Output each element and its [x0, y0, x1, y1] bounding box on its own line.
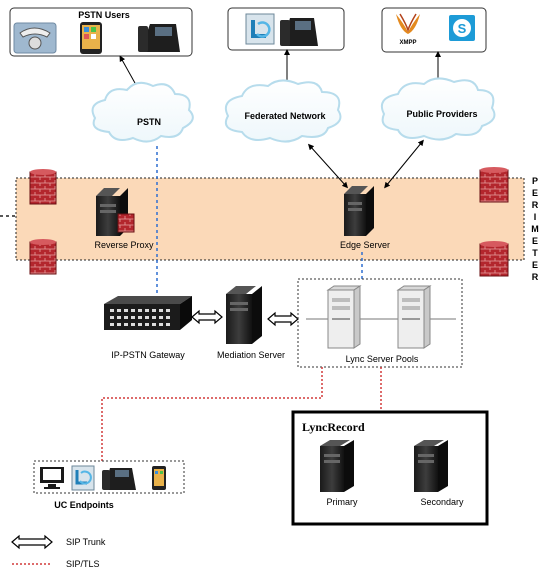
pstn-cloud: PSTN	[91, 81, 194, 143]
gateway-device-icon	[104, 296, 192, 330]
firewall-icon	[29, 239, 57, 275]
firewall-icon	[29, 169, 57, 205]
smartphone-icon	[152, 466, 166, 490]
sip-trunk-legend-label: SIP Trunk	[66, 537, 106, 547]
lync-server-pools-box	[297, 278, 463, 368]
lyncrecord-title: LyncRecord	[302, 420, 365, 434]
perimeter-zone	[15, 177, 525, 261]
firewall-icon	[479, 241, 509, 277]
edge-server-icon	[344, 186, 374, 236]
svg-text:T: T	[532, 248, 538, 258]
svg-text:R: R	[532, 200, 539, 210]
pstn-users-title: PSTN Users	[78, 10, 130, 20]
ip-phone-icon	[280, 18, 318, 46]
federated-cloud: Federated Network	[224, 79, 342, 143]
desk-phone-icon	[13, 22, 57, 54]
svg-text:I: I	[534, 212, 537, 222]
lync-client-icon	[71, 465, 95, 491]
sip-trunk-gateway-mediation	[191, 309, 223, 325]
svg-text:Federated Network: Federated Network	[244, 111, 326, 121]
ip-phone-icon	[138, 24, 180, 52]
sip-trunk-mediation-pools	[267, 311, 299, 327]
smartphone-icon	[80, 22, 102, 54]
primary-label: Primary	[327, 497, 358, 507]
edge-server-label: Edge Server	[340, 240, 390, 250]
svg-text:Public Providers: Public Providers	[406, 109, 477, 119]
svg-text:XMPP: XMPP	[399, 40, 416, 46]
pools-to-endpoints-line	[101, 367, 323, 462]
uc-endpoints-title: UC Endpoints	[54, 500, 114, 510]
legend: SIP Trunk SIP/TLS	[11, 534, 106, 569]
mediation-server-icon	[226, 286, 262, 344]
primary-server-icon	[320, 440, 354, 492]
svg-text:S: S	[458, 21, 467, 36]
public-providers-cloud: Public Providers	[380, 77, 496, 141]
gateway-label: IP-PSTN Gateway	[111, 350, 185, 360]
lync-server-pools-label: Lync Server Pools	[346, 354, 419, 364]
xmpp-icon: XMPP	[396, 13, 420, 46]
lync-client-icon	[245, 13, 275, 45]
secondary-server-icon	[414, 440, 448, 492]
sip-tls-legend-label: SIP/TLS	[66, 559, 100, 569]
svg-text:M: M	[531, 224, 539, 234]
skype-icon: S	[449, 15, 475, 41]
svg-text:E: E	[532, 260, 538, 270]
mediation-server-label: Mediation Server	[217, 350, 285, 360]
svg-text:E: E	[532, 236, 538, 246]
sip-trunk-legend-icon	[11, 534, 53, 550]
monitor-icon	[40, 467, 64, 489]
svg-text:P: P	[532, 176, 538, 186]
firewall-icon	[479, 167, 509, 203]
link-federated-edge	[307, 143, 349, 189]
pool-server-icon	[326, 285, 362, 349]
reverse-proxy-server-icon	[96, 188, 135, 236]
ip-phone-icon	[102, 468, 136, 490]
pool-server-icon	[396, 285, 432, 349]
perimeter-label: P E R I M E T E R	[531, 176, 539, 282]
link-public-edge	[384, 139, 424, 189]
svg-text:R: R	[532, 272, 539, 282]
secondary-label: Secondary	[420, 497, 464, 507]
svg-text:E: E	[532, 188, 538, 198]
reverse-proxy-label: Reverse Proxy	[94, 240, 154, 250]
svg-text:PSTN: PSTN	[137, 117, 161, 127]
